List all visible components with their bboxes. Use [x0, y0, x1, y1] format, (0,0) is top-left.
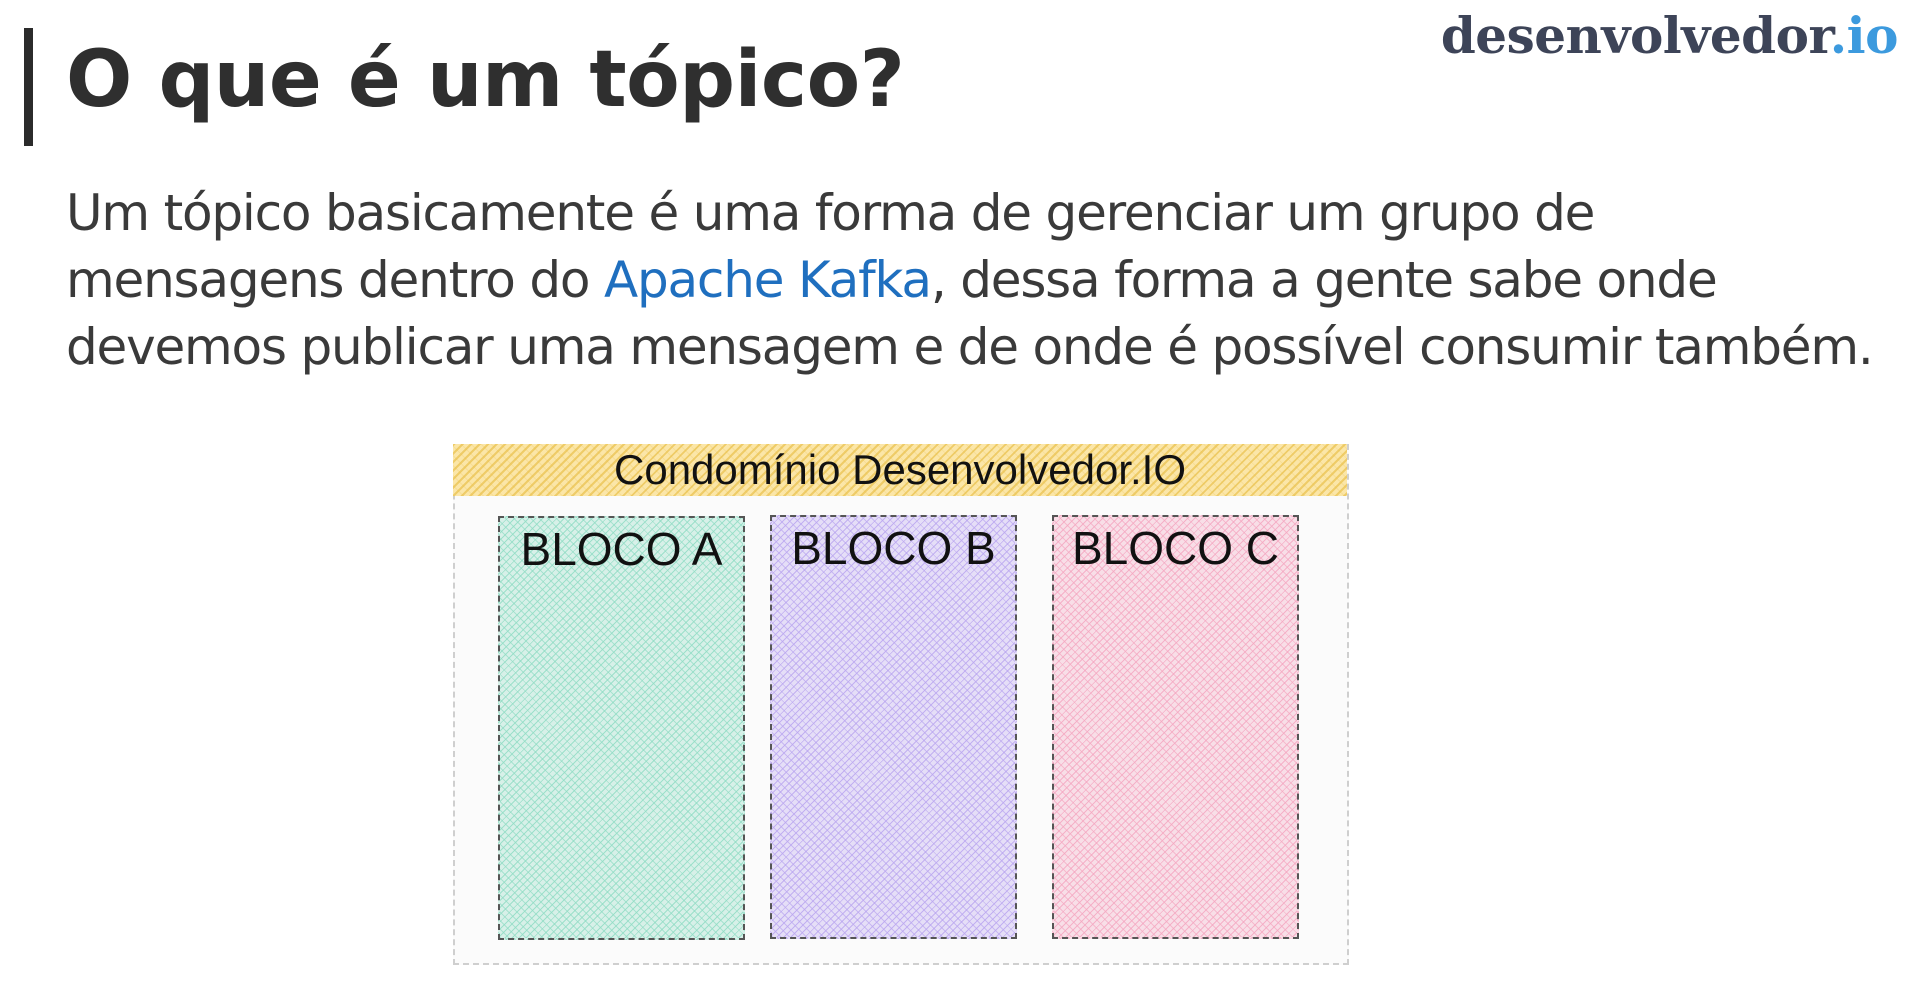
block-a: BLOCO A	[498, 516, 745, 940]
title-accent-bar	[24, 28, 33, 146]
block-b: BLOCO B	[770, 515, 1017, 939]
apache-kafka-link[interactable]: Apache Kafka	[603, 251, 932, 309]
block-b-label: BLOCO B	[791, 522, 996, 574]
block-c: BLOCO C	[1052, 515, 1299, 939]
logo-text: desenvolvedor	[1440, 6, 1830, 65]
body-paragraph: Um tópico basicamente é uma forma de ger…	[66, 180, 1896, 381]
condominium-header: Condomínio Desenvolvedor.IO	[453, 444, 1347, 496]
brand-logo[interactable]: desenvolvedor.io	[1440, 6, 1899, 66]
topic-diagram: Condomínio Desenvolvedor.IO BLOCO A BLOC…	[453, 444, 1349, 965]
block-c-label: BLOCO C	[1071, 522, 1280, 574]
body-line-2-start: mensagens dentro do	[66, 251, 604, 309]
body-line-3: devemos publicar uma mensagem e de onde …	[66, 318, 1874, 376]
condominium-title: Condomínio Desenvolvedor.IO	[614, 446, 1186, 493]
body-line-1: Um tópico basicamente é uma forma de ger…	[66, 184, 1595, 242]
block-a-label: BLOCO A	[520, 523, 723, 575]
body-line-2-end: , dessa forma a gente sabe onde	[930, 251, 1718, 309]
page-title: O que é um tópico?	[66, 35, 905, 125]
logo-suffix: .io	[1829, 6, 1899, 65]
body-line-2: mensagens dentro do Apache Kafka, dessa …	[66, 247, 1896, 314]
